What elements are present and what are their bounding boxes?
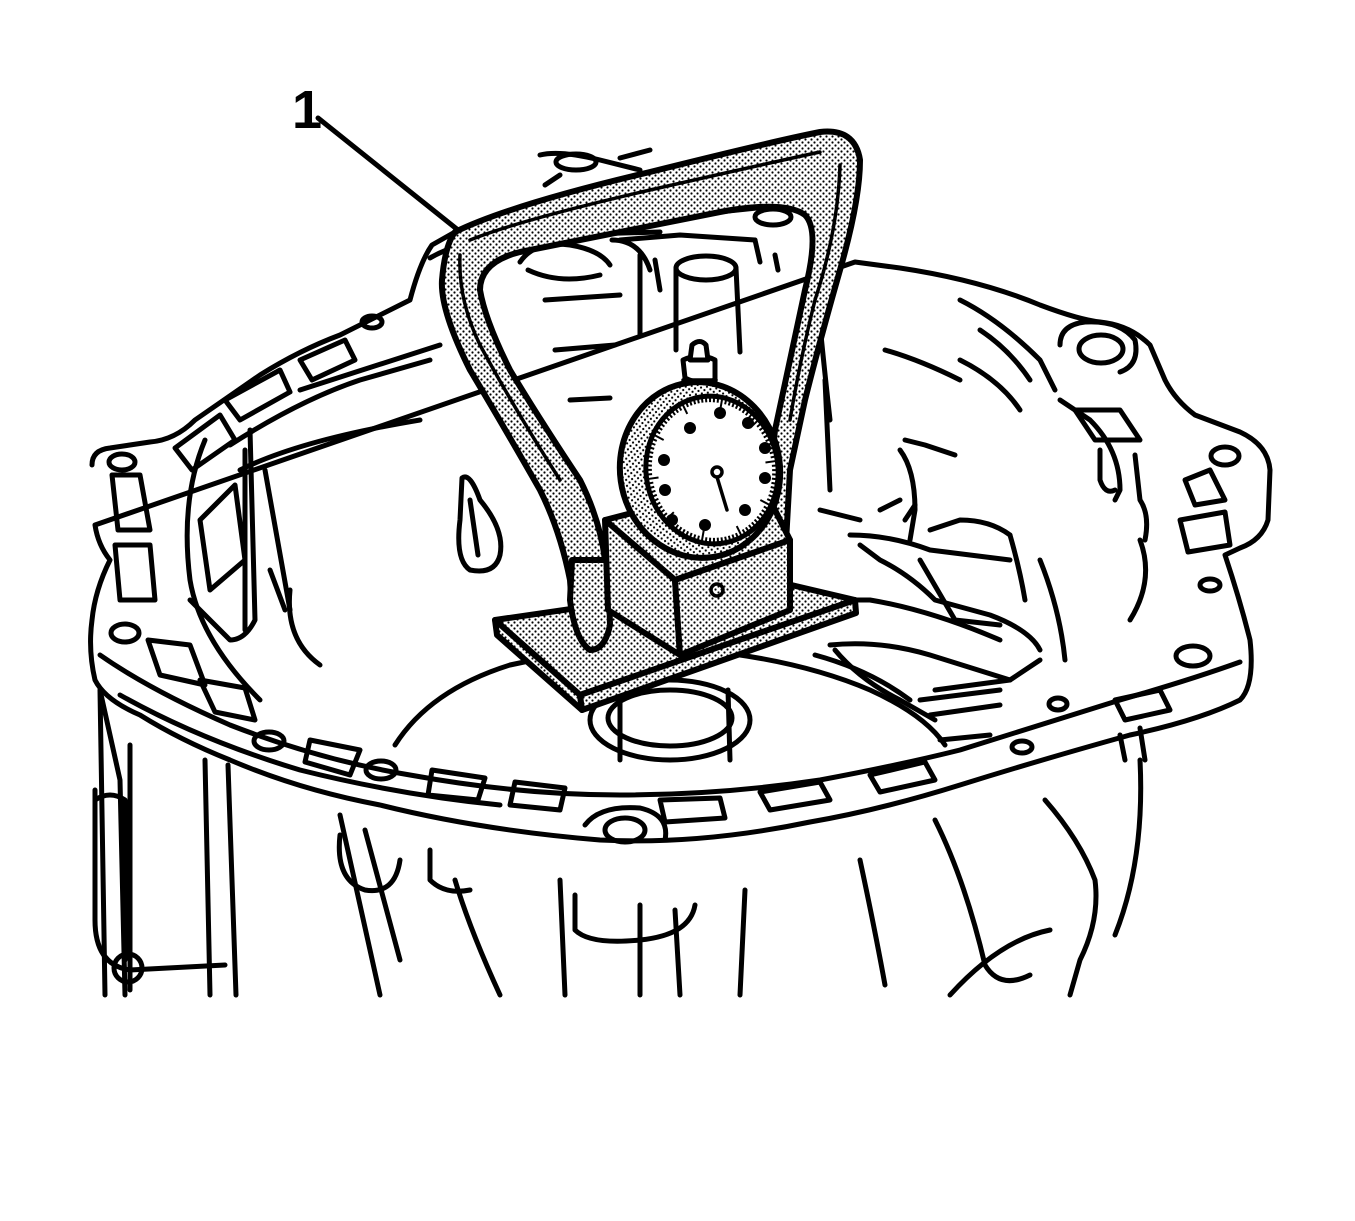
dial-tick (748, 524, 754, 531)
dial-tick (771, 481, 778, 485)
dial-tick (761, 509, 768, 515)
dial-tick (744, 409, 751, 416)
dial-tick (748, 412, 754, 419)
dial-tick (724, 398, 728, 405)
dial-tick (745, 526, 750, 533)
dial-tick (741, 529, 747, 536)
dial-tick (761, 429, 768, 435)
dial-tick (647, 450, 654, 454)
dial-tick (763, 505, 770, 511)
dial-tick (720, 537, 724, 544)
dial-tick (692, 534, 697, 541)
dial-tick (731, 401, 736, 408)
transmission-case-body (92, 687, 1144, 998)
dial-tick (646, 476, 659, 481)
dial-tick (647, 481, 654, 485)
dial-tick (753, 518, 760, 525)
callout-leader-line (315, 115, 461, 233)
dial-tick (659, 508, 666, 515)
dial-tick (700, 530, 705, 543)
dial-tick (661, 512, 668, 518)
dial-tick (759, 499, 772, 507)
callout-label: 1 (292, 80, 322, 140)
dial-tick (652, 433, 665, 441)
dial-tick (670, 409, 676, 416)
dial-tick (646, 459, 653, 463)
dial-tick (756, 515, 763, 522)
dial-tick (735, 525, 743, 538)
dial-tick (766, 498, 774, 503)
dial-tick (771, 477, 778, 481)
dial-tick (724, 536, 728, 543)
dial-tick (650, 493, 658, 499)
dial-tick (684, 530, 690, 538)
dial-tick (648, 446, 655, 450)
dial-tick (696, 535, 700, 542)
dial-tick (734, 402, 740, 410)
dial-tick (664, 415, 671, 422)
dial-tick (756, 422, 763, 428)
dial-tick (763, 433, 770, 439)
dial-tick (731, 534, 736, 541)
dial-tick (654, 501, 661, 507)
dial-tick (681, 402, 689, 415)
dial-tick (649, 441, 656, 446)
dial-tick (673, 524, 680, 531)
dial-tick (727, 399, 732, 406)
dial-tick (704, 537, 708, 544)
dial-tick (769, 490, 776, 494)
dial-tick (751, 521, 757, 528)
dial-tick (659, 422, 666, 428)
dial-tick (667, 412, 673, 419)
dial-tick (765, 459, 778, 464)
dial-tick (648, 485, 655, 490)
dial-tick (727, 535, 732, 542)
dial-tick (674, 407, 679, 414)
callout-1: 1 (292, 80, 461, 233)
dial-tick (646, 455, 653, 459)
dial-tick (770, 455, 777, 459)
dial-tick (758, 512, 765, 518)
dial-tick (688, 532, 693, 539)
dial-tick (765, 437, 772, 443)
dial-tick (688, 399, 693, 406)
dial-tick (716, 396, 720, 403)
dial-tick (768, 494, 775, 499)
dial-indicator-tool (438, 128, 863, 713)
dial-tick (738, 404, 743, 412)
dial-tick (656, 505, 663, 511)
dial-tick (656, 425, 663, 431)
dial-tick (769, 450, 776, 455)
case-flange (88, 229, 1273, 845)
dial-tick (654, 429, 661, 435)
dial-tick (650, 437, 658, 442)
dial-tick (700, 396, 704, 403)
dial-tick (696, 397, 700, 404)
dial-tick (677, 526, 683, 533)
dial-tick (677, 404, 683, 411)
dial-tick (661, 418, 668, 425)
dial-tick (652, 497, 659, 503)
dial-tick (735, 532, 740, 540)
dial-tick (649, 489, 656, 494)
dial-tick (684, 400, 689, 408)
dial-tick (681, 528, 686, 536)
dial-tick (758, 425, 765, 432)
dial-tick (692, 398, 697, 405)
dial-tick (741, 407, 747, 414)
dial-tick (770, 486, 777, 490)
